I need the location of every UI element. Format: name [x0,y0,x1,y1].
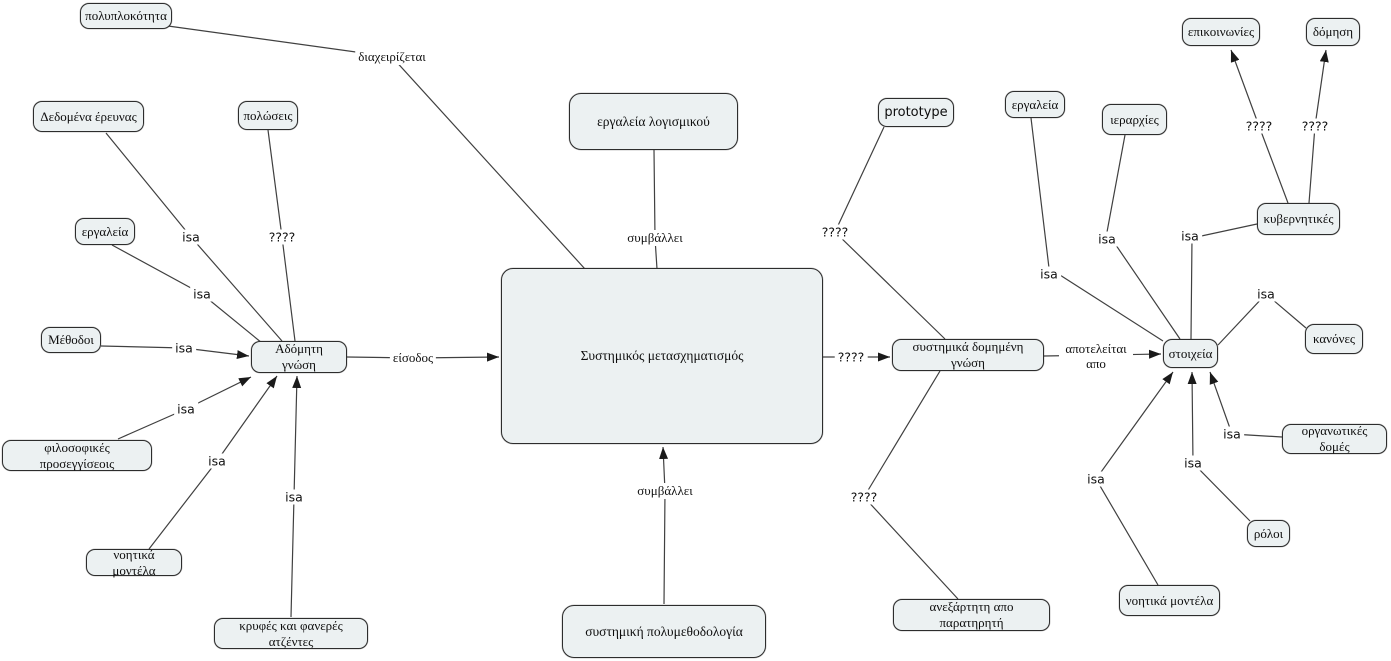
node-systemic-transformation[interactable]: Συστημικός μετασχηματισμός [501,268,823,444]
node-label: εργαλεία [1011,96,1059,112]
node-philosophical-approaches[interactable]: φιλοσοφικές προσεγγίσεοις [2,440,152,471]
node-organizational-structures[interactable]: οργανωτικές δομές [1282,423,1387,454]
node-label: εργαλεία λογισμικού [597,113,710,129]
node-label: νοητικά μοντέλα [1125,592,1214,608]
edge-label-manages[interactable]: διαχειρίζεται [355,49,429,65]
node-label: πολυπλοκότητα [85,8,167,23]
node-tools-left[interactable]: εργαλεία [75,218,135,245]
edge-label-isa[interactable]: isa [1181,455,1205,471]
node-label: κυβερνητικές [1263,211,1334,226]
node-label: στοιχεία [1168,345,1213,361]
edge-label-isa[interactable]: isa [179,229,203,245]
node-tools-right[interactable]: εργαλεία [1005,91,1065,118]
edge-label-isa[interactable]: isa [172,340,196,356]
node-rules[interactable]: κανόνες [1305,324,1363,354]
node-software-tools[interactable]: εργαλεία λογισμικού [569,93,738,150]
edge-label-isa[interactable]: isa [205,453,229,469]
edge-label-isa[interactable]: isa [1037,266,1061,282]
node-label: επικοινωνίες [1187,24,1255,39]
node-label: εργαλεία [81,223,129,239]
node-label: Δεδομένα έρευνας [40,108,137,124]
node-elements[interactable]: στοιχεία [1163,339,1218,368]
node-complexity[interactable]: πολυπλοκότητα [80,3,172,29]
node-label: φιλοσοφικές προσεγγίσεοις [39,439,115,471]
node-label: prototype [884,105,948,120]
edge-label-isa[interactable]: isa [1178,228,1202,244]
edge-label-isa[interactable]: isa [282,489,306,505]
edge-label-unknown[interactable]: ???? [1298,118,1332,134]
edge-label-input[interactable]: είσοδος [389,350,437,366]
node-label: οργανωτικές δομές [1301,423,1368,454]
edge-label-unknown[interactable]: ???? [818,224,852,240]
node-observer-independent[interactable]: ανεξάρτητη απο παρατηρητή [893,599,1050,631]
edge-label-isa[interactable]: isa [174,401,198,417]
node-label: κρυφές και φανερές ατζέντες [239,617,343,649]
node-label: συστημικά δομημένη γνώση [912,339,1024,370]
edge-label-unknown[interactable]: ???? [847,489,881,505]
node-label: Μέθοδοι [48,332,94,347]
node-label: ρόλοι [1253,525,1284,541]
node-label: ανεξάρτητη απο παρατηρητή [929,599,1014,630]
edge-label-contributes-top[interactable]: συμβάλλει [624,230,686,246]
edge-label-isa[interactable]: isa [190,286,214,302]
node-roles[interactable]: ρόλοι [1247,520,1290,547]
node-polarizations[interactable]: πολώσεις [238,101,298,130]
node-label: Αδόμητη γνώση [275,341,323,372]
node-structuring[interactable]: δόμηση [1306,18,1360,46]
node-systemic-multimethodology[interactable]: συστημική πολυμεθοδολογία [562,605,766,658]
node-hierarchies[interactable]: ιεραρχίες [1102,104,1167,135]
node-label: δόμηση [1312,24,1354,39]
edge-label-unknown[interactable]: ???? [834,349,868,365]
edge-label-isa[interactable]: isa [1254,286,1278,302]
edge-label-unknown[interactable]: ???? [1242,118,1276,134]
node-research-data[interactable]: Δεδομένα έρευνας [33,101,144,132]
node-methods[interactable]: Μέθοδοι [41,327,101,353]
node-label: συστημική πολυμεθοδολογία [585,623,743,639]
edge-label-isa[interactable]: isa [1220,426,1244,442]
edge-label-unknown[interactable]: ???? [265,229,299,245]
edge-label-contributes-bottom[interactable]: συμβάλλει [634,483,696,499]
node-label: Συστημικός μετασχηματισμός [580,348,744,363]
edge-label-isa[interactable]: isa [1084,471,1108,487]
node-hidden-agendas[interactable]: κρυφές και φανερές ατζέντες [214,618,368,649]
node-label: κανόνες [1312,331,1356,346]
node-label: ιεραρχίες [1110,111,1159,127]
node-communications[interactable]: επικοινωνίες [1182,18,1260,46]
node-cybernetic[interactable]: κυβερνητικές [1257,203,1340,235]
node-mental-models-left[interactable]: νοητικά μοντέλα [86,546,182,578]
edge-label-isa[interactable]: isa [1095,231,1119,247]
node-label: πολώσεις [243,107,293,123]
node-unstructured-knowledge[interactable]: Αδόμητη γνώση [251,341,347,373]
node-label: νοητικά μοντέλα [112,546,156,578]
edge-label-consists-of[interactable]: αποτελείται απο [1059,341,1133,372]
node-mental-models-right[interactable]: νοητικά μοντέλα [1119,585,1220,616]
node-structured-knowledge[interactable]: συστημικά δομημένη γνώση [892,339,1044,371]
node-prototype[interactable]: prototype [878,98,954,127]
